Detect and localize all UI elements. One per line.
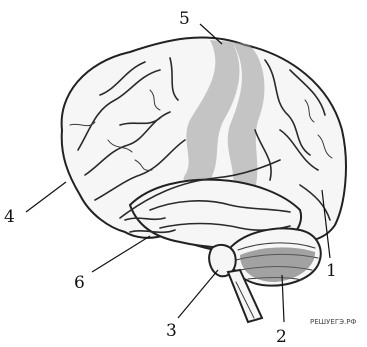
label-3: 3 <box>166 321 177 341</box>
label-1: 1 <box>326 261 337 281</box>
label-6: 6 <box>74 273 85 293</box>
label-4: 4 <box>4 207 15 227</box>
watermark: РЕШУЕГЭ.РФ <box>310 318 356 326</box>
label-5: 5 <box>179 9 190 29</box>
label-2: 2 <box>276 327 287 347</box>
leader-line-4 <box>26 182 66 212</box>
leader-line-3 <box>178 270 218 318</box>
leader-line-6 <box>92 236 150 272</box>
